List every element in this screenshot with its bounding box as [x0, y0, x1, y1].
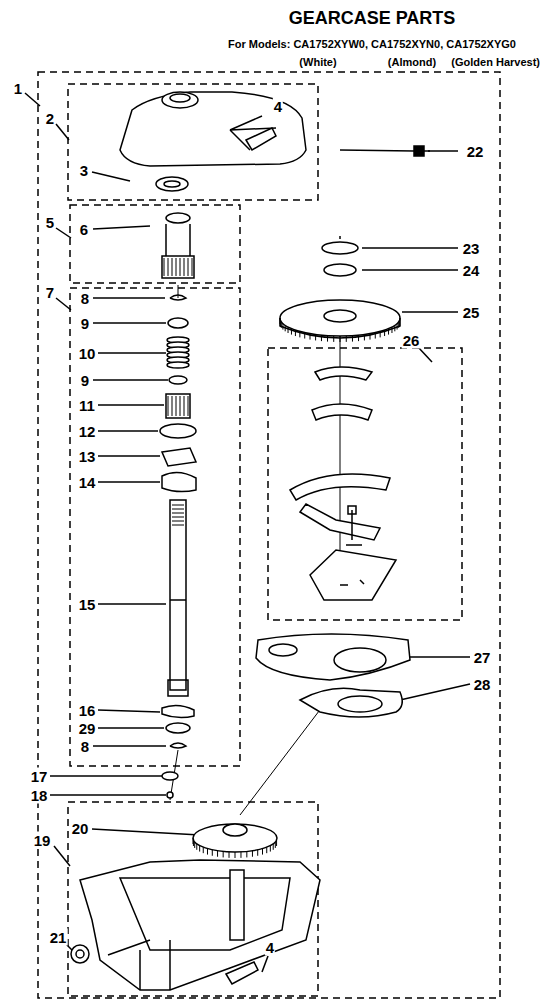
callout-number: 28 — [473, 676, 492, 693]
drive-gear — [280, 242, 400, 342]
color-name: (White) — [298, 56, 337, 69]
color-name: (Almond) — [387, 56, 437, 69]
callout-number: 22 — [466, 143, 485, 160]
callout-number: 9 — [80, 372, 90, 389]
callout-number: 9 — [80, 315, 90, 332]
callout-number: 3 — [79, 162, 89, 179]
callout-number: 27 — [473, 649, 492, 666]
callout-number: 1 — [13, 80, 23, 97]
pinion-gear — [162, 213, 194, 278]
callout-number: 4 — [273, 98, 283, 115]
shaft-stack — [160, 295, 196, 798]
title: GEARCASE PARTS — [288, 8, 457, 28]
callout-number: 4 — [265, 939, 275, 956]
callout-number: 11 — [78, 397, 96, 414]
callout-number: 5 — [45, 214, 55, 231]
callout-number: 25 — [462, 304, 481, 321]
shifter-assembly — [290, 367, 396, 600]
color-name: (Golden Harvest) — [450, 56, 541, 69]
callout-number: 26 — [402, 332, 421, 349]
callout-number: 20 — [71, 820, 90, 837]
callout-number: 17 — [30, 768, 49, 785]
callout-number: 10 — [78, 345, 97, 362]
lever — [256, 634, 410, 717]
model-list: For Models: CA1752XYW0, CA1752XYN0, CA17… — [227, 38, 517, 51]
callout-number: 18 — [30, 787, 49, 804]
assembly-outline — [38, 72, 500, 998]
callout-number: 24 — [462, 262, 481, 279]
gearcase-base — [71, 824, 320, 990]
callout-number: 15 — [78, 596, 97, 613]
callout-number: 23 — [462, 240, 481, 257]
leader-lines — [25, 93, 470, 972]
gearcase-cover — [120, 92, 430, 191]
callout-number: 13 — [78, 448, 97, 465]
callout-number: 12 — [78, 423, 97, 440]
callout-number: 7 — [45, 284, 55, 301]
callout-number: 16 — [78, 702, 97, 719]
callout-number: 2 — [45, 110, 55, 127]
callout-number: 14 — [78, 474, 97, 491]
callout-number: 8 — [80, 738, 90, 755]
callout-number: 19 — [33, 832, 52, 849]
callout-number: 29 — [78, 720, 97, 737]
callout-number: 21 — [49, 929, 68, 946]
callout-number: 8 — [80, 290, 90, 307]
callout-number: 6 — [79, 221, 89, 238]
